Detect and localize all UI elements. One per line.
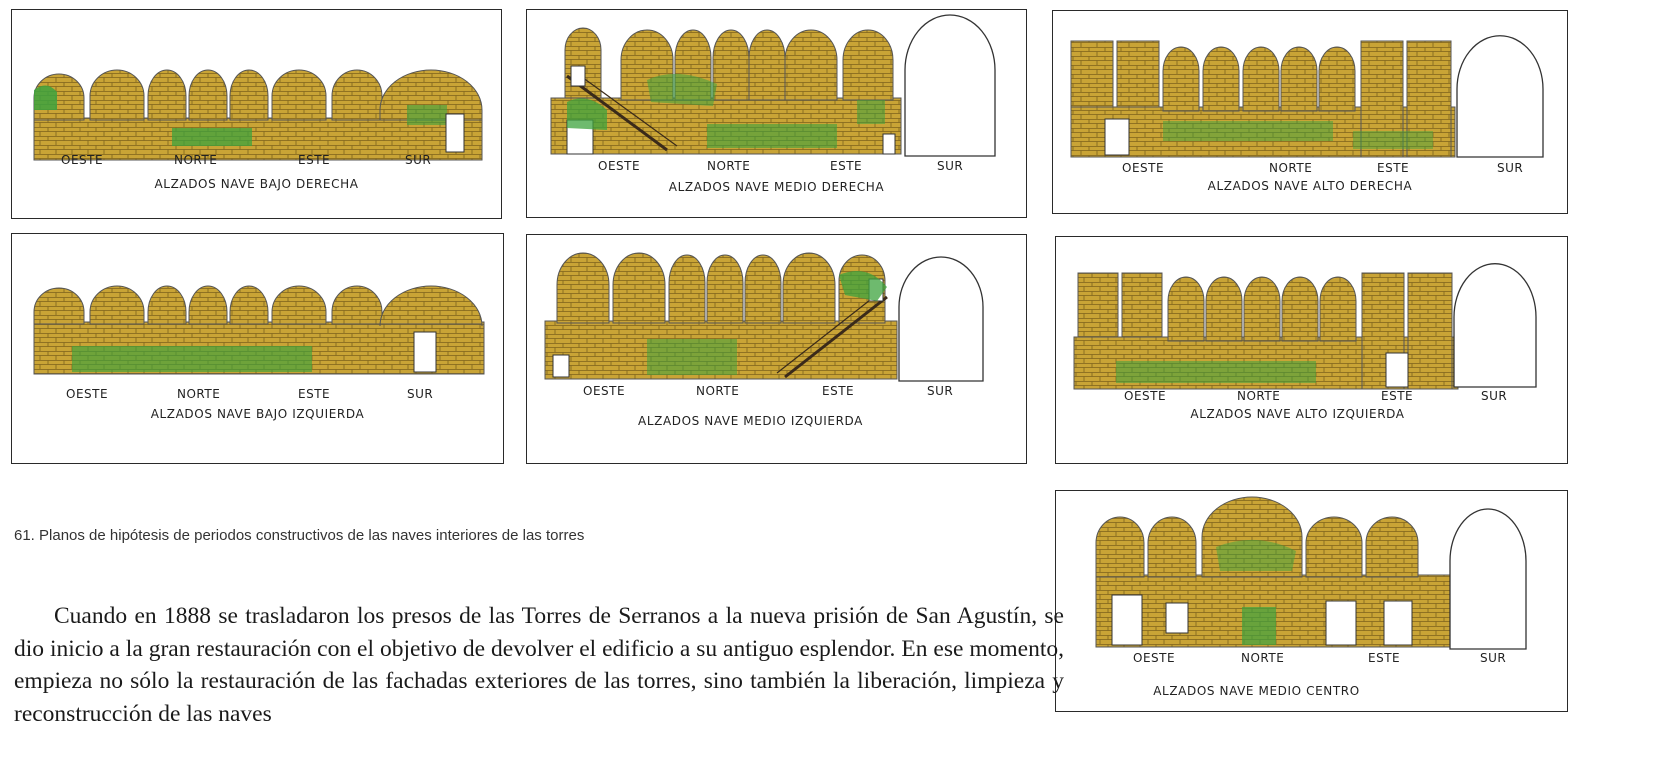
elevation-drawing bbox=[544, 252, 984, 382]
label-sur: SUR bbox=[405, 153, 432, 167]
label-este: ESTE bbox=[1377, 161, 1410, 175]
elevation-panel-bajo-izquierda: OESTE NORTE ESTE SUR ALZADOS NAVE BAJO I… bbox=[11, 233, 504, 464]
figure-caption: 61. Planos de hipótesis de periodos cons… bbox=[14, 527, 585, 544]
label-sur: SUR bbox=[1481, 389, 1508, 403]
label-sur: SUR bbox=[407, 387, 434, 401]
label-este: ESTE bbox=[1368, 651, 1401, 665]
panel-title: ALZADOS NAVE MEDIO IZQUIERDA bbox=[638, 414, 863, 428]
panel-title: ALZADOS NAVE MEDIO CENTRO bbox=[1153, 684, 1360, 698]
elevation-drawing bbox=[1070, 35, 1544, 158]
elevation-panel-alto-derecha: OESTE NORTE ESTE SUR ALZADOS NAVE ALTO D… bbox=[1052, 10, 1568, 214]
label-oeste: OESTE bbox=[1133, 651, 1176, 665]
elevation-panel-medio-izquierda: OESTE NORTE ESTE SUR ALZADOS NAVE MEDIO … bbox=[526, 234, 1027, 464]
label-norte: NORTE bbox=[1237, 389, 1281, 403]
label-este: ESTE bbox=[298, 153, 331, 167]
panel-title: ALZADOS NAVE BAJO IZQUIERDA bbox=[150, 407, 365, 421]
panel-title: ALZADOS NAVE MEDIO DERECHA bbox=[668, 180, 885, 194]
label-este: ESTE bbox=[822, 384, 855, 398]
label-norte: NORTE bbox=[1269, 161, 1313, 175]
label-sur: SUR bbox=[937, 159, 964, 173]
label-norte: NORTE bbox=[696, 384, 740, 398]
label-este: ESTE bbox=[298, 387, 331, 401]
label-norte: NORTE bbox=[174, 153, 218, 167]
elevation-drawing bbox=[1073, 263, 1537, 390]
label-oeste: OESTE bbox=[66, 387, 109, 401]
label-norte: NORTE bbox=[707, 159, 751, 173]
label-norte: NORTE bbox=[1241, 651, 1285, 665]
elevation-panel-medio-centro: OESTE NORTE ESTE SUR ALZADOS NAVE MEDIO … bbox=[1055, 490, 1568, 712]
label-oeste: OESTE bbox=[1124, 389, 1167, 403]
label-oeste: OESTE bbox=[598, 159, 641, 173]
label-oeste: OESTE bbox=[583, 384, 626, 398]
label-este: ESTE bbox=[830, 159, 863, 173]
label-este: ESTE bbox=[1381, 389, 1414, 403]
panel-title: ALZADOS NAVE BAJO DERECHA bbox=[154, 177, 359, 191]
label-norte: NORTE bbox=[177, 387, 221, 401]
label-sur: SUR bbox=[1497, 161, 1524, 175]
elevation-drawing bbox=[1095, 496, 1527, 650]
panel-title: ALZADOS NAVE ALTO DERECHA bbox=[1207, 179, 1413, 193]
label-oeste: OESTE bbox=[61, 153, 104, 167]
elevation-drawing bbox=[33, 285, 485, 375]
body-paragraph: Cuando en 1888 se trasladaron los presos… bbox=[14, 603, 1064, 727]
label-sur: SUR bbox=[927, 384, 954, 398]
panel-title: ALZADOS NAVE ALTO IZQUIERDA bbox=[1190, 407, 1405, 421]
elevation-panel-alto-izquierda: OESTE NORTE ESTE SUR ALZADOS NAVE ALTO I… bbox=[1055, 236, 1568, 464]
elevation-drawing bbox=[550, 14, 996, 157]
elevation-drawing bbox=[33, 69, 483, 161]
label-oeste: OESTE bbox=[1122, 161, 1165, 175]
elevation-panel-medio-derecha: OESTE NORTE ESTE SUR ALZADOS NAVE MEDIO … bbox=[526, 9, 1027, 218]
elevation-panel-bajo-derecha: OESTE NORTE ESTE SUR ALZADOS NAVE BAJO D… bbox=[11, 9, 502, 219]
label-sur: SUR bbox=[1480, 651, 1507, 665]
